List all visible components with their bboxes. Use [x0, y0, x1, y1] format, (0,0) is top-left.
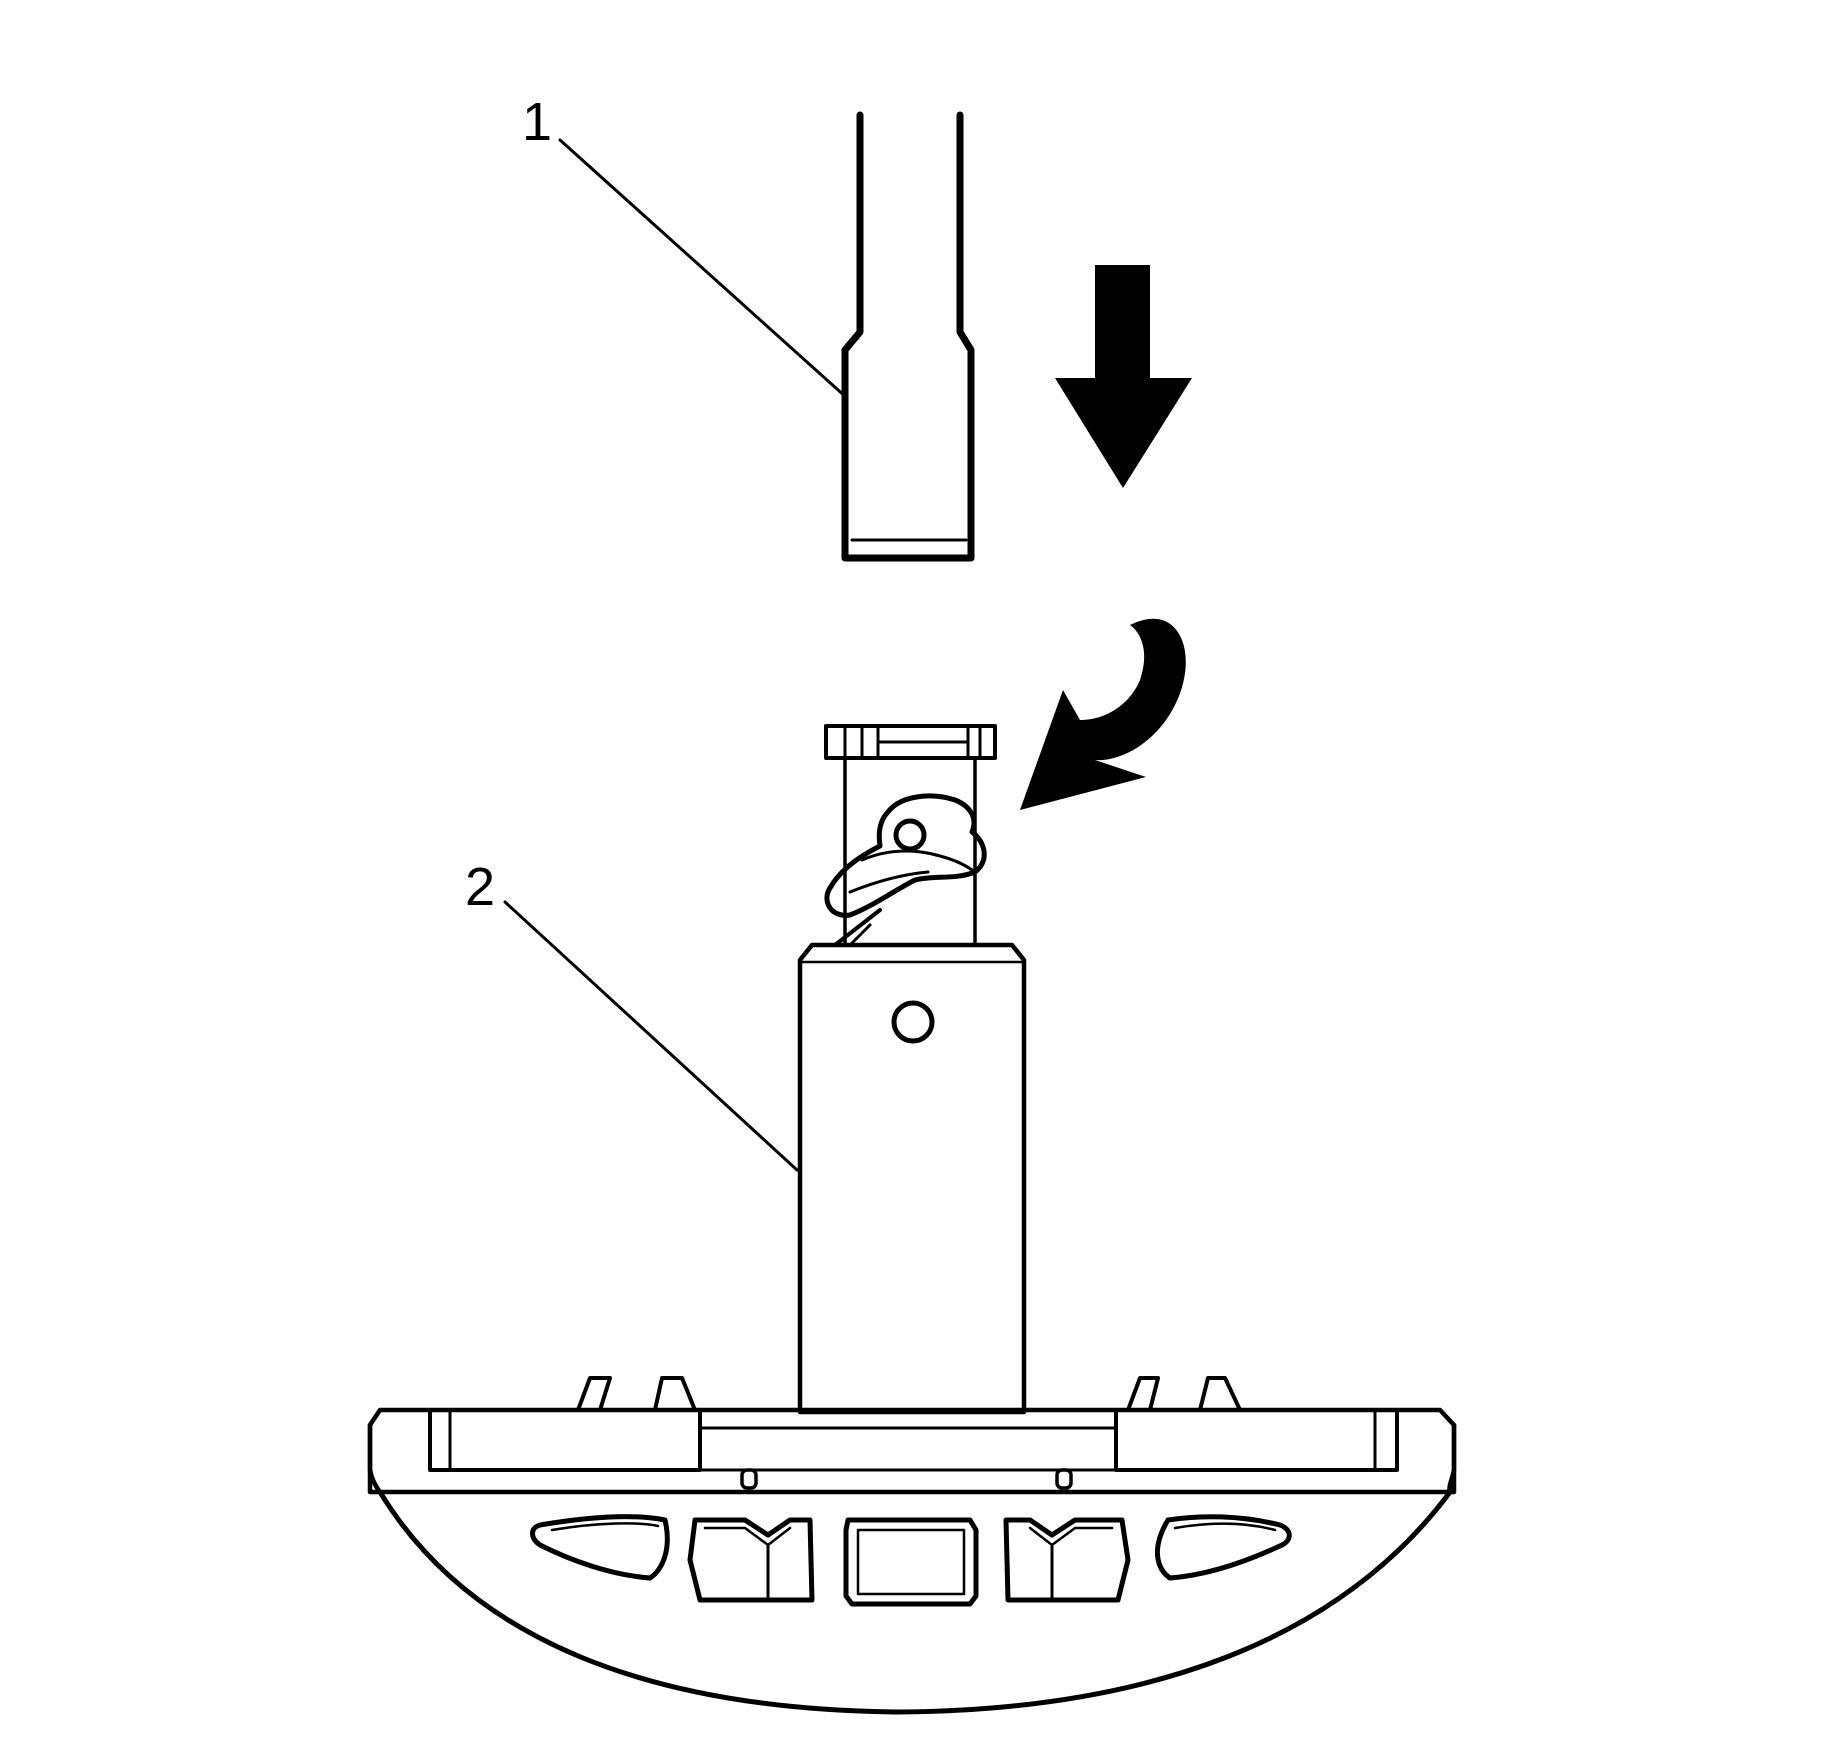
lower-body	[797, 942, 1027, 1415]
latch-pawl	[824, 793, 987, 947]
base-plate	[367, 1376, 1457, 1715]
callout-1: 1	[522, 92, 849, 400]
callout-1-label: 1	[522, 92, 552, 152]
driver-tool	[841, 111, 975, 562]
top-cap	[824, 724, 997, 760]
base-slots	[530, 1514, 1292, 1607]
stand-assembly	[367, 724, 1457, 1715]
curved-arrow-icon	[1020, 618, 1186, 810]
callout-2: 2	[465, 857, 799, 1172]
down-arrow-icon	[1055, 265, 1192, 488]
callout-2-label: 2	[465, 857, 495, 917]
